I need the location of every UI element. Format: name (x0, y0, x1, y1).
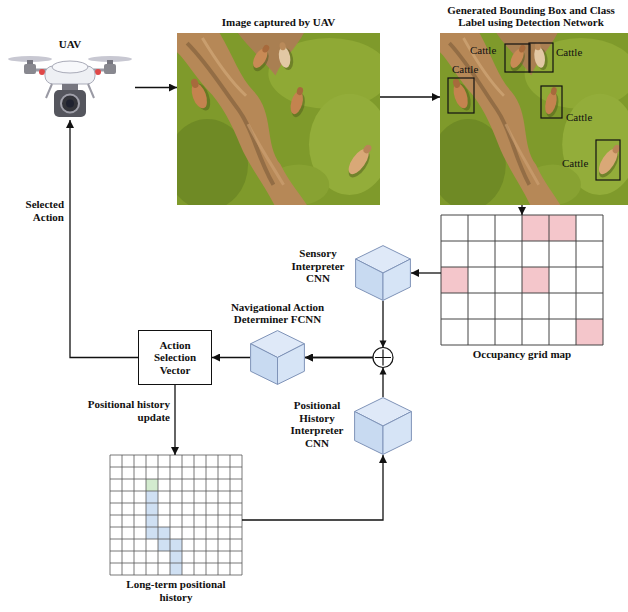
cnn-cube: Sensory Interpreter CNN (355, 245, 411, 301)
occupancy-grid-cells-part (522, 267, 549, 293)
node-caption: Positional History Interpreter CNN (285, 399, 349, 450)
history-grid-cells-part (170, 551, 182, 563)
node-caption: Long-term positional history (116, 578, 236, 603)
flow-arrow (380, 96, 440, 97)
cube-outline (250, 330, 305, 385)
node-label: Occupancy grid map (437, 348, 607, 361)
occupancy-grid-cells-part (576, 319, 603, 345)
flow-arrow (70, 120, 138, 358)
uav-drone: UAV (5, 55, 135, 120)
cube-face (251, 344, 278, 385)
flow-arrow (305, 358, 383, 398)
history-grid-cells (110, 455, 242, 575)
node-label: Sensory Interpreter CNN (286, 247, 350, 285)
bounding-boxes-part (448, 78, 474, 113)
class-label: Cattle (452, 63, 478, 75)
cnn-cube: Positional History Interpreter CNN (354, 397, 412, 455)
occupancy-grid-cells-part (522, 215, 549, 241)
node-caption: UAV (30, 38, 110, 51)
plus-sign (375, 350, 391, 366)
junction-arrowhead (380, 341, 387, 348)
history-grid-cells-part (146, 479, 158, 491)
occupancy-grid: Occupancy grid map (441, 215, 603, 345)
drone-illustration-part (46, 84, 52, 98)
history-grid-cells-part (158, 527, 170, 539)
history-grid-cells-part (110, 455, 242, 575)
node-caption: Navigational Action Determiner FCNN (213, 301, 343, 326)
detection-photo (431, 33, 628, 210)
occupancy-grid-cells-part (441, 215, 603, 345)
node-label: Image captured by UAV (177, 16, 380, 29)
flow-arrow (212, 357, 250, 358)
history-grid-cells-part (170, 539, 182, 551)
drone-illustration-part (24, 64, 36, 74)
occupancy-grid-cells-part (549, 215, 576, 241)
history-grid-cells-part (146, 515, 158, 527)
action-box: Action Selection Vector (138, 330, 212, 385)
cube-outline (354, 397, 412, 455)
occupancy-grid-cells-part (441, 215, 603, 345)
occupancy-grid-cells (441, 215, 603, 345)
drone-illustration-part (88, 84, 94, 98)
captured-photo (167, 33, 390, 210)
edge-label: Positional history update (70, 398, 170, 423)
node-label: Positional History Interpreter CNN (285, 399, 349, 450)
sum-junction (369, 337, 397, 378)
node-label: Long-term positional history (116, 578, 236, 603)
history-grid-cells-part (158, 539, 170, 551)
history-grid-cells-part (110, 455, 242, 575)
cube-face (355, 412, 383, 455)
edge-label: Selected Action (2, 198, 64, 223)
box-text: Action Selection Vector (142, 339, 208, 377)
drone-illustration-part (52, 61, 88, 73)
class-label: Cattle (562, 157, 588, 169)
flow-arrow (521, 205, 522, 215)
drone-illustration-part (39, 69, 45, 75)
flow-arrow (135, 87, 177, 88)
class-label: Cattle (556, 46, 582, 58)
drone-illustration-part (61, 95, 79, 113)
bounding-boxes-part (541, 86, 562, 118)
drone-illustration-part (62, 84, 78, 90)
cube-face (383, 412, 411, 455)
node-label: Navigational Action Determiner FCNN (213, 301, 343, 326)
node-caption: Image captured by UAV (177, 16, 380, 29)
node-caption: Action Selection Vector (139, 331, 211, 384)
junction-arrowhead (380, 368, 387, 375)
history-grid-cells-part (146, 503, 158, 515)
drone-illustration-part (104, 64, 116, 74)
cube-face (356, 259, 383, 300)
occupancy-grid-cells-part (441, 267, 468, 293)
history-grid-cells-part (146, 527, 158, 539)
drone-illustration (8, 56, 132, 117)
flow-arrow (242, 455, 383, 520)
drone-illustration-part (95, 69, 101, 75)
bounding-boxes-part (505, 44, 530, 72)
detection-image: Generated Bounding Box and Class Label u… (440, 33, 628, 205)
drone-illustration-part (54, 90, 86, 117)
node-caption: Generated Bounding Box and Class Label u… (437, 4, 625, 29)
bounding-boxes-part (596, 140, 620, 180)
cube-face (383, 259, 410, 300)
flow-arrow (174, 385, 175, 455)
cube-outline (355, 245, 411, 301)
history-grid: Long-term positional history (110, 455, 242, 575)
class-label: Cattle (566, 111, 592, 123)
drone-illustration-part (66, 100, 74, 108)
node-label: Generated Bounding Box and Class Label u… (437, 4, 625, 29)
bounding-boxes-part (529, 43, 553, 72)
history-grid-cells-part (170, 563, 182, 575)
node-caption: Sensory Interpreter CNN (286, 247, 350, 285)
class-label: Cattle (470, 44, 496, 56)
node-caption: Occupancy grid map (437, 348, 607, 361)
bounding-boxes (448, 43, 620, 180)
cube-face (278, 344, 305, 385)
history-grid-cells-part (146, 491, 158, 503)
captured-image: Image captured by UAV (177, 33, 380, 205)
node-label: UAV (30, 38, 110, 51)
fcnn-cube: Navigational Action Determiner FCNN (250, 330, 305, 385)
flow-arrow (411, 272, 441, 273)
sum-circle (373, 348, 393, 368)
